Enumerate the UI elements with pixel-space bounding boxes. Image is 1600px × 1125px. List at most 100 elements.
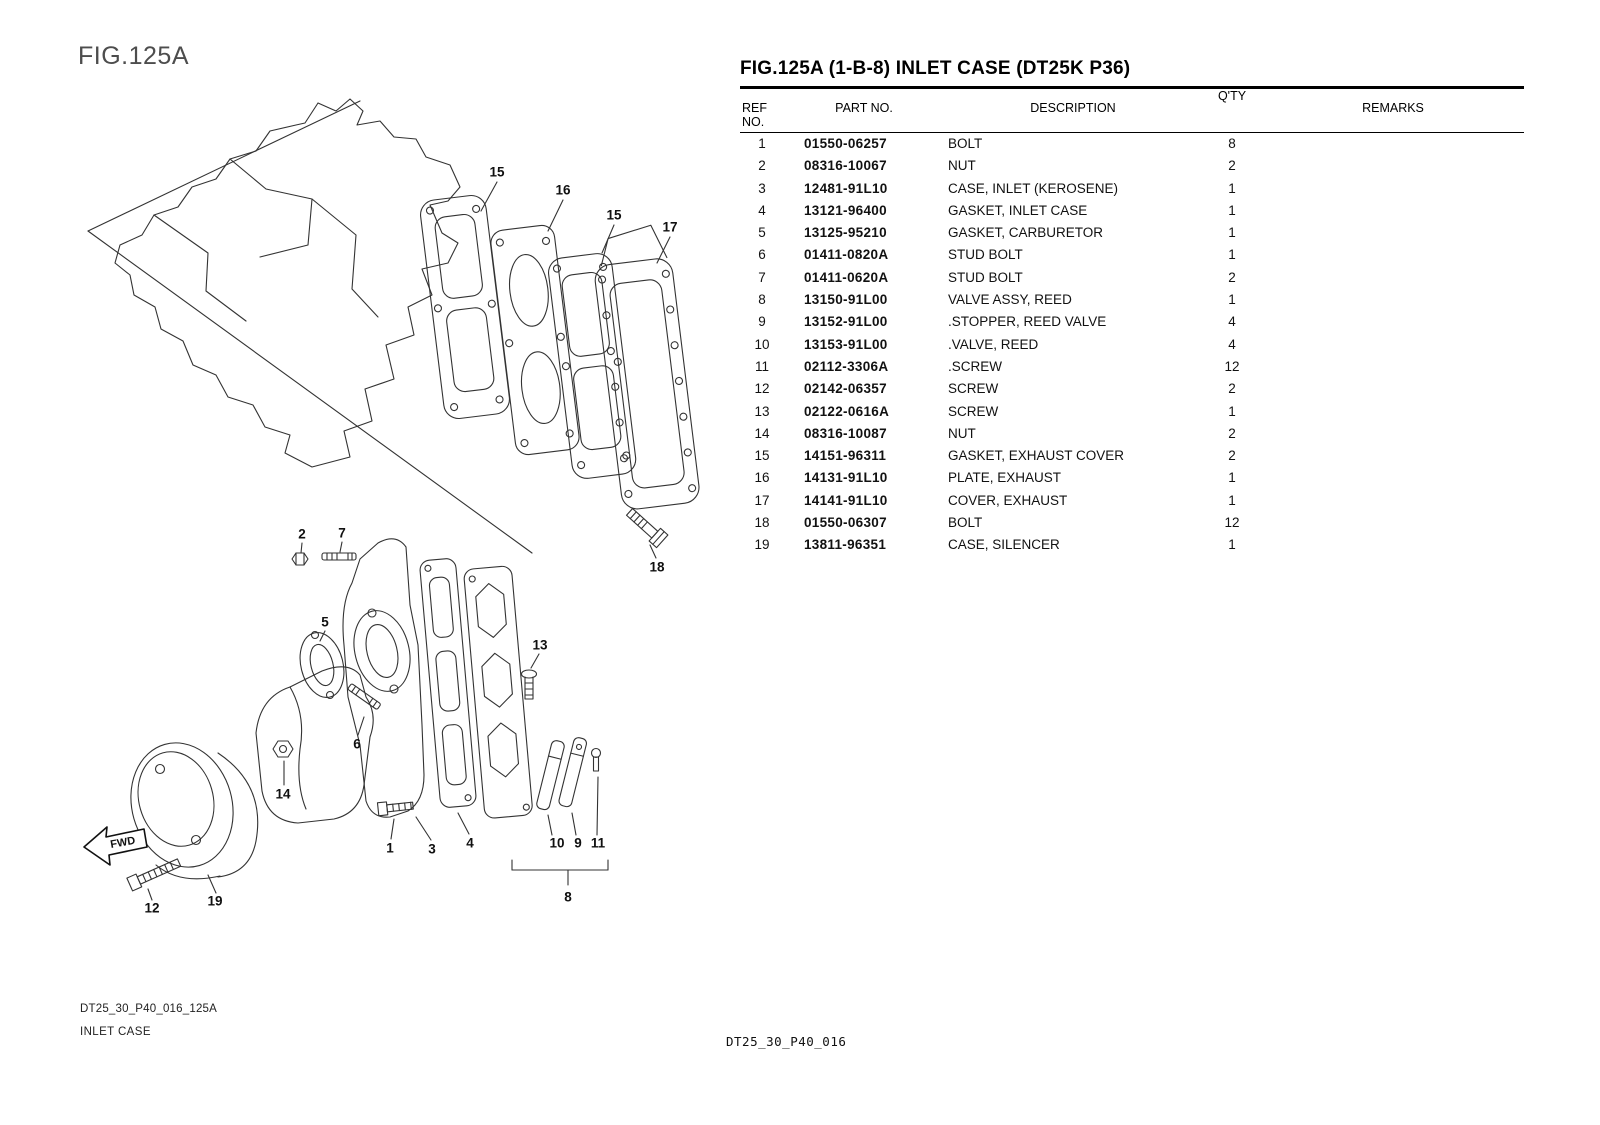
cell-description: STUD BOLT: [948, 247, 1023, 263]
cell-qty: 12: [1224, 358, 1240, 374]
parts-table-row: 14 08316-10087 NUT 2: [740, 423, 1524, 445]
cell-qty: 2: [1228, 448, 1236, 464]
cell-qty: 8: [1228, 136, 1236, 151]
cell-remarks: [1262, 178, 1524, 200]
cell-description: GASKET, CARBURETOR: [948, 225, 1104, 241]
cell-description: NUT: [948, 158, 976, 174]
cell-remarks: [1262, 512, 1524, 534]
callout-7: 7: [338, 525, 346, 541]
callout-19: 19: [207, 893, 223, 909]
cell-remarks: [1262, 490, 1524, 512]
cell-part-no: 12481-91L10: [804, 180, 888, 196]
header-ref-no: REF NO.: [742, 101, 767, 129]
parts-table-row: 1 01550-06257 BOLT 8: [740, 133, 1524, 155]
parts-table-row: 10 13153-91L00 .VALVE, REED 4: [740, 334, 1524, 356]
parts-table-row: 5 13125-95210 GASKET, CARBURETOR 1: [740, 222, 1524, 244]
bolt-1-part: [376, 801, 414, 817]
fwd-arrow: FWD: [83, 826, 148, 866]
header-description: DESCRIPTION: [1030, 101, 1116, 115]
parts-table-row: 2 08316-10067 NUT 2: [740, 155, 1524, 177]
parts-table-row: 3 12481-91L10 CASE, INLET (KEROSENE) 1: [740, 178, 1524, 200]
cell-part-no: 13121-96400: [804, 202, 887, 218]
parts-table-row: 15 14151-96311 GASKET, EXHAUST COVER 2: [740, 445, 1524, 467]
exploded-diagram: FWD 15 16 15 17 18 2 7 5 6 14 13 1 3 4 1…: [60, 85, 740, 930]
cell-description: BOLT: [948, 515, 983, 531]
callout-16: 16: [555, 182, 571, 198]
detail-cone-lines: [87, 100, 533, 554]
parts-table-row: 8 13150-91L00 VALVE ASSY, REED 1: [740, 289, 1524, 311]
cell-qty: 1: [1228, 403, 1236, 419]
parts-table-row: 9 13152-91L00 .STOPPER, REED VALVE 4: [740, 311, 1524, 333]
cell-description: PLATE, EXHAUST: [948, 470, 1062, 486]
cell-part-no: 02142-06357: [804, 381, 887, 397]
cell-remarks: [1262, 311, 1524, 333]
exhaust-plate-16: [490, 224, 580, 456]
cell-description: .VALVE, REED: [948, 336, 1039, 352]
parts-table-header: REF NO. PART NO. DESCRIPTION Q'TY REMARK…: [740, 89, 1524, 133]
parts-table-row: 7 01411-0620A STUD BOLT 2: [740, 267, 1524, 289]
inlet-manifold-body: [255, 666, 374, 824]
parts-table-row: 17 14141-91L10 COVER, EXHAUST 1: [740, 490, 1524, 512]
cell-description: .STOPPER, REED VALVE: [948, 314, 1107, 330]
callout-leader-lines: [147, 181, 671, 901]
cell-remarks: [1262, 133, 1524, 155]
footer-page-code: DT25_30_P40_016: [726, 1034, 847, 1049]
callout-2: 2: [298, 526, 306, 542]
cell-remarks: [1262, 534, 1524, 556]
parts-table-row: 19 13811-96351 CASE, SILENCER 1: [740, 534, 1524, 556]
cell-description: COVER, EXHAUST: [948, 492, 1068, 508]
cell-ref-no: 10: [754, 336, 770, 352]
cell-remarks: [1262, 401, 1524, 423]
callout-9: 9: [574, 835, 582, 851]
cell-remarks: [1262, 244, 1524, 266]
callout-14: 14: [275, 786, 291, 802]
cell-qty: 2: [1228, 381, 1236, 397]
inlet-gasket-4-part: [419, 558, 477, 808]
callout-3: 3: [428, 841, 436, 857]
cell-ref-no: 2: [758, 158, 766, 174]
callout-17: 17: [662, 219, 678, 235]
callout-4: 4: [466, 835, 474, 851]
cell-ref-no: 9: [758, 314, 766, 330]
cell-qty: 4: [1228, 314, 1236, 330]
callout-6: 6: [353, 736, 361, 752]
assy-8-bracket: [511, 859, 609, 886]
cell-qty: 1: [1228, 492, 1236, 508]
header-part-no: PART NO.: [835, 101, 893, 115]
parts-table-body: 1 01550-06257 BOLT 8 2 08316-10067 NUT 2…: [740, 133, 1524, 557]
callout-5: 5: [321, 614, 329, 630]
cell-part-no: 08316-10067: [804, 158, 887, 174]
callout-8: 8: [564, 889, 572, 905]
cell-qty: 1: [1228, 470, 1236, 486]
stud-bolt-7-part: [321, 552, 357, 561]
cell-remarks: [1262, 356, 1524, 378]
cell-part-no: 02122-0616A: [804, 403, 890, 419]
cell-ref-no: 11: [754, 358, 769, 374]
parts-table: FIG.125A (1-B-8) INLET CASE (DT25K P36) …: [740, 58, 1524, 557]
silencer-case-19-part: [130, 742, 259, 880]
cell-remarks: [1262, 289, 1524, 311]
cell-ref-no: 5: [758, 225, 766, 241]
parts-table-row: 12 02142-06357 SCREW 2: [740, 378, 1524, 400]
header-qty: Q'TY: [1217, 89, 1247, 103]
cell-ref-no: 4: [758, 202, 766, 218]
cell-ref-no: 3: [758, 180, 766, 196]
fwd-arrow-label: FWD: [109, 835, 136, 851]
cell-ref-no: 16: [754, 470, 770, 486]
callout-15-b: 15: [606, 207, 622, 223]
footer-file-id: DT25_30_P40_016_125A: [80, 1003, 218, 1015]
cell-part-no: 14141-91L10: [804, 492, 888, 508]
cell-part-no: 14131-91L10: [804, 470, 888, 486]
cell-description: CASE, INLET (KEROSENE): [948, 180, 1119, 196]
cell-part-no: 01411-0620A: [804, 269, 889, 285]
screw-13-part: [520, 669, 538, 700]
cell-part-no: 01550-06257: [804, 136, 887, 151]
reed-stopper-9-part: [558, 737, 587, 808]
cell-qty: 2: [1228, 425, 1236, 441]
inlet-case-3-part: [342, 538, 425, 818]
carburetor-gasket-5-part: [299, 630, 345, 700]
callout-1: 1: [386, 840, 394, 856]
cell-remarks: [1262, 222, 1524, 244]
cell-qty: 1: [1228, 247, 1236, 263]
cell-qty: 1: [1228, 292, 1236, 308]
